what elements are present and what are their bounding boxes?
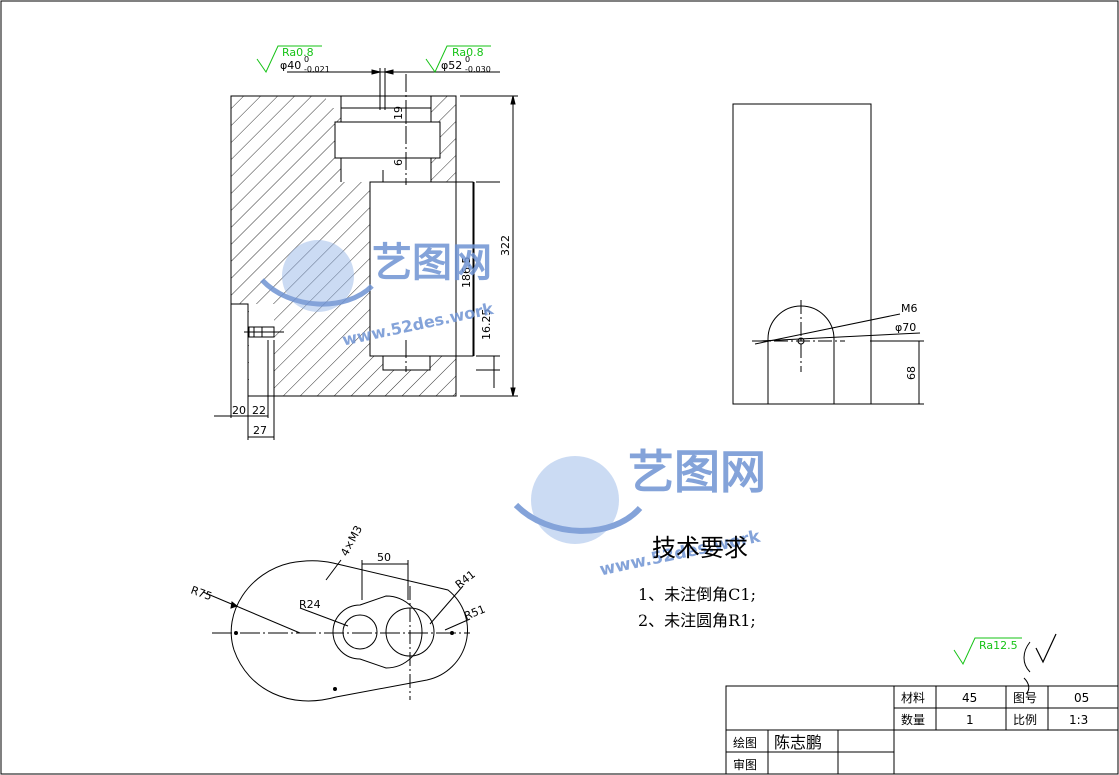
side-view-dim-text: M6 φ70 68 [895,302,918,380]
technical-requirements: 技术要求 1、未注倒角C1; 2、未注圆角R1; [638,534,756,630]
checked-label: 审图 [733,757,757,772]
dim-186-5: 186.5 [460,257,473,289]
dim-27: 27 [253,424,267,437]
dim-16-25: 16.25 [480,309,493,341]
roughness-symbol-general: Ra12.5 [953,633,1057,695]
dim-d40: φ40 [280,59,301,72]
roughness-symbol-shaft: Ra0.8 [256,45,322,74]
dim-322: 322 [499,235,512,256]
front-section-view [230,74,474,397]
title-block-text: 材料 45 图号 05 数量 1 比例 1:3 绘图 陈志鹏 审图 [733,691,1089,772]
dim-r24: R24 [299,598,321,611]
scale-value: 1:3 [1069,713,1088,727]
title-block [725,685,1119,775]
tech-req-title: 技术要求 [652,534,748,562]
dim-r41: R41 [453,568,478,592]
globe-logo-icon [513,456,643,544]
material-label: 材料 [901,691,925,705]
drawn-label: 绘图 [733,735,757,750]
watermark-brand: 艺图网 [372,240,492,286]
dim-d40-lower: -0.021 [304,65,330,74]
dim-d52-upper: 0 [465,55,470,64]
scale-label: 比例 [1013,713,1037,727]
front-view-dim-text: φ40 0 -0.021 φ52 0 -0.030 19 6 322 186.5… [232,55,512,437]
dim-d52-lower: -0.030 [465,65,491,74]
material-value: 45 [962,691,977,705]
dim-50: 50 [377,551,391,564]
dim-20: 20 [232,404,246,417]
dim-22: 22 [252,404,266,417]
dim-m6: M6 [901,302,918,315]
front-view-dimensions [214,68,518,440]
globe-logo-icon [260,240,374,312]
svg-text:Ra0.8: Ra0.8 [282,46,314,59]
svg-text:Ra12.5: Ra12.5 [979,639,1018,652]
dim-6: 6 [392,159,405,166]
dim-holes: 4×M3 [338,523,365,558]
quantity-label: 数量 [901,712,925,727]
side-view [732,103,924,405]
watermark-brand: 艺图网 [628,445,766,499]
roughness-symbol-bore: Ra0.8 [425,45,491,74]
plan-view [202,559,471,702]
svg-text:Ra0.8: Ra0.8 [452,46,484,59]
dim-d40-upper: 0 [304,55,309,64]
tech-req-item-1: 1、未注倒角C1; [638,585,756,604]
tech-req-item-2: 2、未注圆角R1; [638,611,756,630]
drawing-no-value: 05 [1074,691,1089,705]
dim-r75: R75 [189,584,214,604]
quantity-value: 1 [966,713,974,727]
dim-19: 19 [392,106,405,120]
dim-68: 68 [905,366,918,380]
dim-d70: φ70 [895,321,916,334]
dim-d52: φ52 [441,59,462,72]
drawn-value: 陈志鹏 [774,733,822,752]
drawing-no-label: 图号 [1013,691,1037,705]
plan-view-dim-text: R75 R24 R41 R51 4×M3 50 [189,523,487,622]
dim-r51: R51 [462,603,487,623]
